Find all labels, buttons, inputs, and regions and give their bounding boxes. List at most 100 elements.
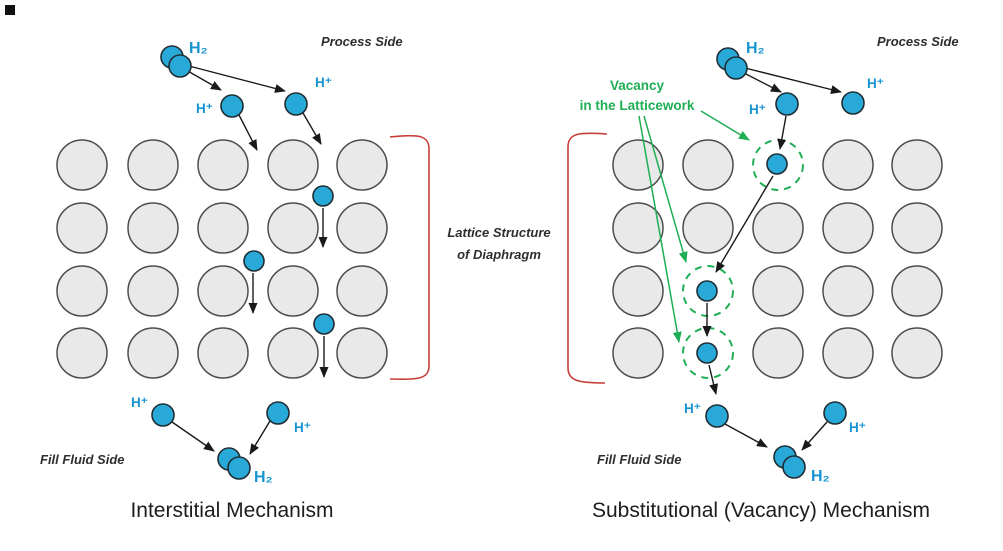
hplus-label-top-left-1: H⁺ <box>196 101 213 116</box>
arrow-line <box>708 364 719 395</box>
lattice-atom <box>891 202 943 254</box>
arrow-line <box>744 67 842 94</box>
lattice-atom <box>612 265 664 317</box>
lattice-structure-label-line1: Lattice Structure <box>447 225 550 240</box>
right-diagram-labels: H₂ H⁺ H⁺ Process Side Vacancy in the Lat… <box>580 34 959 522</box>
h2-label-bottom-left: H₂ <box>254 469 273 486</box>
arrow-line <box>724 423 768 448</box>
lattice-atom <box>197 202 249 254</box>
lattice-atom <box>267 265 319 317</box>
diffusing-hydrogen-atom <box>313 313 335 335</box>
hplus-label-top-right-2: H⁺ <box>867 76 884 91</box>
h2-molecule-atom <box>168 54 192 78</box>
lattice-atom <box>682 139 734 191</box>
diffusing-hydrogen-atom <box>696 342 718 364</box>
lattice-atom <box>752 327 804 379</box>
arrow-line <box>171 421 215 452</box>
h2-label-bottom-right: H₂ <box>811 468 830 485</box>
h-plus-ion <box>266 401 290 425</box>
red-bracket <box>389 134 430 381</box>
hplus-label-bottom-right-2: H⁺ <box>849 420 866 435</box>
lattice-atom <box>336 139 388 191</box>
lattice-atom <box>56 265 108 317</box>
h-plus-ion <box>284 92 308 116</box>
right-diagram-geometry <box>567 47 943 479</box>
right-diagram-title: Substitutional (Vacancy) Mechanism <box>592 499 930 522</box>
lattice-atom <box>127 327 179 379</box>
h2-molecule-atom <box>724 56 748 80</box>
hplus-label-bottom-right-1: H⁺ <box>684 401 701 416</box>
lattice-atom <box>612 139 664 191</box>
lattice-atom <box>822 139 874 191</box>
lattice-atom <box>752 202 804 254</box>
lattice-atom <box>822 202 874 254</box>
lattice-atom <box>56 139 108 191</box>
process-side-label-right: Process Side <box>877 34 959 49</box>
process-side-label-left: Process Side <box>321 34 403 49</box>
green-arrow-line <box>643 115 688 263</box>
green-arrow-line <box>700 110 750 141</box>
lattice-atom <box>336 327 388 379</box>
lattice-atom <box>127 139 179 191</box>
left-diagram-title: Interstitial Mechanism <box>130 499 333 522</box>
lattice-atom <box>127 202 179 254</box>
h-plus-ion <box>841 91 865 115</box>
lattice-atom <box>682 202 734 254</box>
fill-fluid-side-label-left: Fill Fluid Side <box>40 452 125 467</box>
lattice-atom <box>891 265 943 317</box>
hplus-label-bottom-left-2: H⁺ <box>294 420 311 435</box>
hplus-label-top-left-2: H⁺ <box>315 75 332 90</box>
corner-artifact-square <box>5 5 15 15</box>
lattice-structure-label-line2: of Diaphragm <box>457 247 541 262</box>
vacancy-circle <box>682 265 734 317</box>
hplus-label-top-right-1: H⁺ <box>749 102 766 117</box>
arrow-line <box>185 69 222 91</box>
h-plus-ion <box>775 92 799 116</box>
lattice-atom <box>197 139 249 191</box>
diffusing-hydrogen-atom <box>312 185 334 207</box>
arrow-line <box>715 175 774 273</box>
green-arrow-line <box>638 115 682 343</box>
h2-molecule-atom <box>782 455 806 479</box>
lattice-atom <box>891 327 943 379</box>
lattice-atom <box>197 265 249 317</box>
h2-label-top-left: H₂ <box>189 40 208 57</box>
lattice-atom <box>612 202 664 254</box>
h2-molecule-atom <box>227 456 251 480</box>
h-plus-ion <box>220 94 244 118</box>
arrow-line <box>801 421 828 451</box>
red-bracket <box>567 132 608 384</box>
diffusing-hydrogen-atom <box>243 250 265 272</box>
lattice-atom <box>197 327 249 379</box>
lattice-atom <box>56 202 108 254</box>
arrow-line <box>249 420 271 455</box>
lattice-atom <box>336 265 388 317</box>
vacancy-label-line1: Vacancy <box>610 78 665 93</box>
arrow-line <box>777 115 787 150</box>
lattice-atom <box>336 202 388 254</box>
lattice-atom <box>822 327 874 379</box>
lattice-atom <box>891 139 943 191</box>
vacancy-label-line2: in the Latticework <box>580 98 695 113</box>
left-diagram-geometry <box>56 45 430 480</box>
lattice-atom <box>267 327 319 379</box>
arrow-line <box>238 114 258 151</box>
left-diagram-labels: H₂ H⁺ H⁺ Process Side Lattice Structure … <box>40 34 551 522</box>
lattice-atom <box>752 265 804 317</box>
arrow-line <box>302 112 322 145</box>
diffusing-hydrogen-atom <box>696 280 718 302</box>
hplus-label-bottom-left-1: H⁺ <box>131 395 148 410</box>
lattice-atom <box>267 139 319 191</box>
h-plus-ion <box>823 401 847 425</box>
arrow-line <box>188 65 286 93</box>
lattice-atom <box>822 265 874 317</box>
h-plus-ion <box>151 403 175 427</box>
lattice-atom <box>612 327 664 379</box>
h2-label-top-right: H₂ <box>746 40 765 57</box>
lattice-atom <box>267 202 319 254</box>
lattice-atom <box>56 327 108 379</box>
h-plus-ion <box>705 404 729 428</box>
lattice-atom <box>127 265 179 317</box>
